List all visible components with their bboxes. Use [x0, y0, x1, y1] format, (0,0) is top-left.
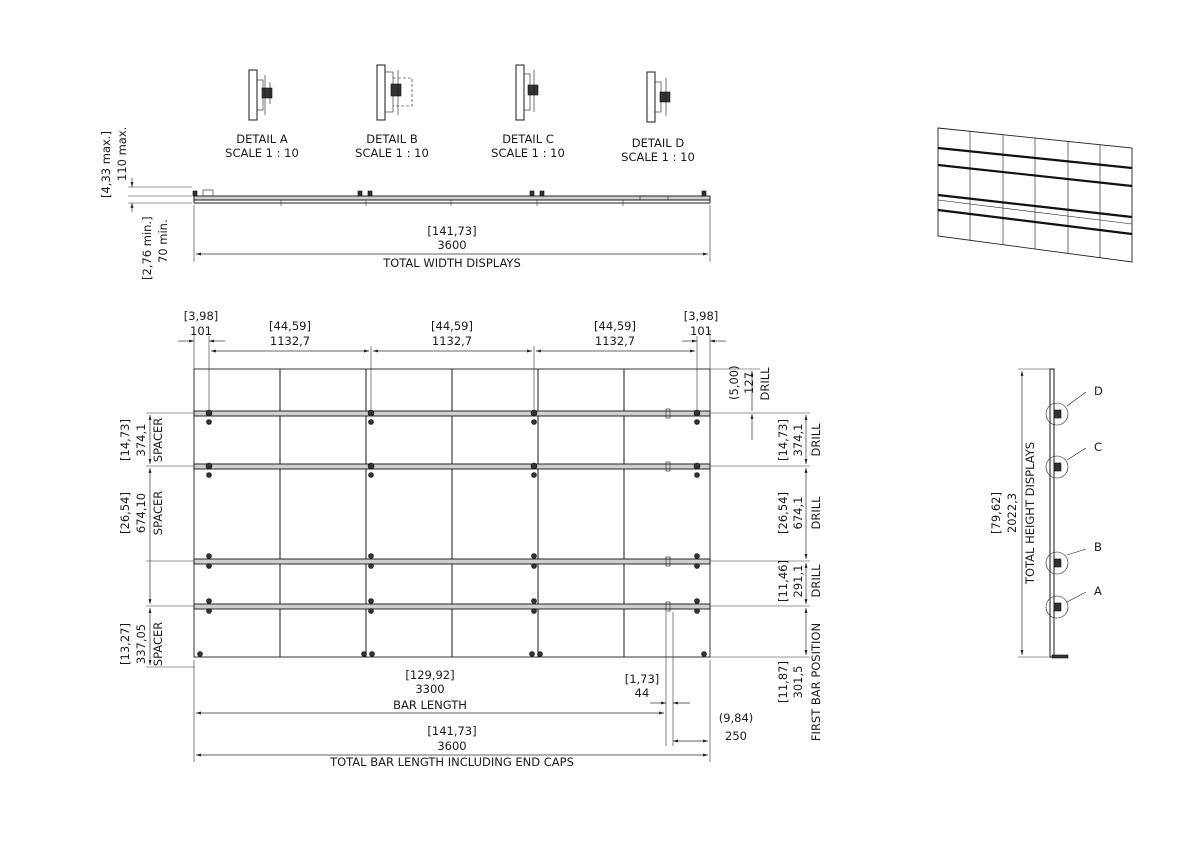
bar-length-label: BAR LENGTH — [393, 698, 467, 712]
side-view — [1018, 368, 1087, 659]
mounting-bar — [193, 558, 711, 565]
first-bar-in: [11,87] — [776, 661, 790, 703]
callout-d: D — [1094, 384, 1103, 398]
depth-min-in: [2,76 min.] — [140, 216, 154, 280]
total-width-in: [141,73] — [427, 224, 476, 238]
mounting-bar — [193, 463, 711, 470]
mounting-bar — [193, 410, 711, 417]
drill-3-label: DRILL — [809, 564, 823, 598]
detail-c-scale: SCALE 1 : 10 — [491, 146, 565, 160]
pitch-3-in: [44,59] — [594, 319, 636, 333]
bracket-clamps — [197, 409, 707, 657]
mounting-bars — [193, 408, 711, 612]
edge-right-mm: 101 — [690, 324, 712, 338]
pitch-1-mm: 1132,7 — [270, 334, 310, 348]
isometric-view — [937, 127, 1133, 263]
edge-left-mm: 101 — [190, 324, 212, 338]
drill-top-label: DRILL — [758, 367, 772, 401]
detail-b-view — [376, 64, 413, 121]
pitch-1-in: [44,59] — [269, 319, 311, 333]
drill-top-in: (5,00) — [727, 365, 741, 400]
spacer-2-mm: 674,10 — [134, 493, 148, 533]
total-height-label: TOTAL HEIGHT DISPLAYS — [1023, 442, 1037, 585]
end-cap-mm: 44 — [635, 686, 650, 700]
drill-1-label: DRILL — [809, 423, 823, 457]
spacer-2-in: [26,54] — [118, 492, 132, 534]
total-bar-label: TOTAL BAR LENGTH INCLUDING END CAPS — [329, 755, 574, 769]
spacer-2-label: SPACER — [151, 491, 165, 535]
spacer-3-in: [13,27] — [118, 623, 132, 665]
drill-2-label: DRILL — [809, 496, 823, 530]
detail-d-view — [646, 71, 671, 123]
callout-b: B — [1094, 540, 1102, 554]
total-bar-mm: 3600 — [437, 739, 466, 753]
top-view — [192, 189, 711, 206]
depth-max-mm: 110 max. — [115, 127, 129, 181]
drill-1-mm: 374,1 — [791, 424, 805, 457]
callout-a: A — [1094, 584, 1102, 598]
total-height-in: [79,62] — [989, 492, 1003, 534]
total-height-mm: 2022,3 — [1005, 493, 1019, 533]
pitch-3-mm: 1132,7 — [595, 334, 635, 348]
spacer-1-mm: 374,1 — [134, 424, 148, 457]
total-width-mm: 3600 — [437, 238, 466, 252]
drill-3-in: [11,46] — [776, 560, 790, 602]
detail-c-view — [515, 64, 539, 121]
bar-length-in: [129,92] — [405, 668, 454, 682]
pitch-2-mm: 1132,7 — [432, 334, 472, 348]
pitch-2-in: [44,59] — [431, 319, 473, 333]
total-bar-in: [141,73] — [427, 724, 476, 738]
first-bar-label: FIRST BAR POSITION — [809, 623, 823, 741]
drill-3-mm: 291,1 — [791, 565, 805, 598]
mounting-bar — [193, 603, 711, 610]
detail-b-scale: SCALE 1 : 10 — [355, 146, 429, 160]
spacer-1-label: SPACER — [151, 418, 165, 462]
depth-max-in: [4,33 max.] — [99, 131, 113, 198]
detail-b-title: DETAIL B — [366, 132, 418, 146]
detail-a-scale: SCALE 1 : 10 — [225, 146, 299, 160]
first-bar-mm: 301,5 — [791, 666, 805, 699]
drill-2-mm: 674,1 — [791, 497, 805, 530]
callout-c: C — [1094, 440, 1102, 454]
overhang-in: (9,84) — [719, 711, 754, 725]
detail-d-scale: SCALE 1 : 10 — [621, 150, 695, 164]
spacer-3-label: SPACER — [151, 622, 165, 666]
edge-left-in: [3,98] — [184, 309, 219, 323]
detail-a-view — [248, 69, 273, 121]
drill-2-in: [26,54] — [776, 492, 790, 534]
detail-a-title: DETAIL A — [236, 132, 288, 146]
total-width-label: TOTAL WIDTH DISPLAYS — [382, 256, 521, 270]
bar-length-mm: 3300 — [415, 682, 444, 696]
spacer-1-in: [14,73] — [118, 419, 132, 461]
depth-min-mm: 70 min. — [156, 219, 170, 263]
edge-right-in: [3,98] — [684, 309, 719, 323]
end-cap-in: [1,73] — [625, 672, 660, 686]
drill-top-mm: 127 — [742, 372, 756, 394]
spacer-3-mm: 337,05 — [134, 624, 148, 664]
detail-d-title: DETAIL D — [632, 136, 685, 150]
overhang-mm: 250 — [725, 729, 747, 743]
drill-1-in: [14,73] — [776, 419, 790, 461]
detail-c-title: DETAIL C — [502, 132, 554, 146]
